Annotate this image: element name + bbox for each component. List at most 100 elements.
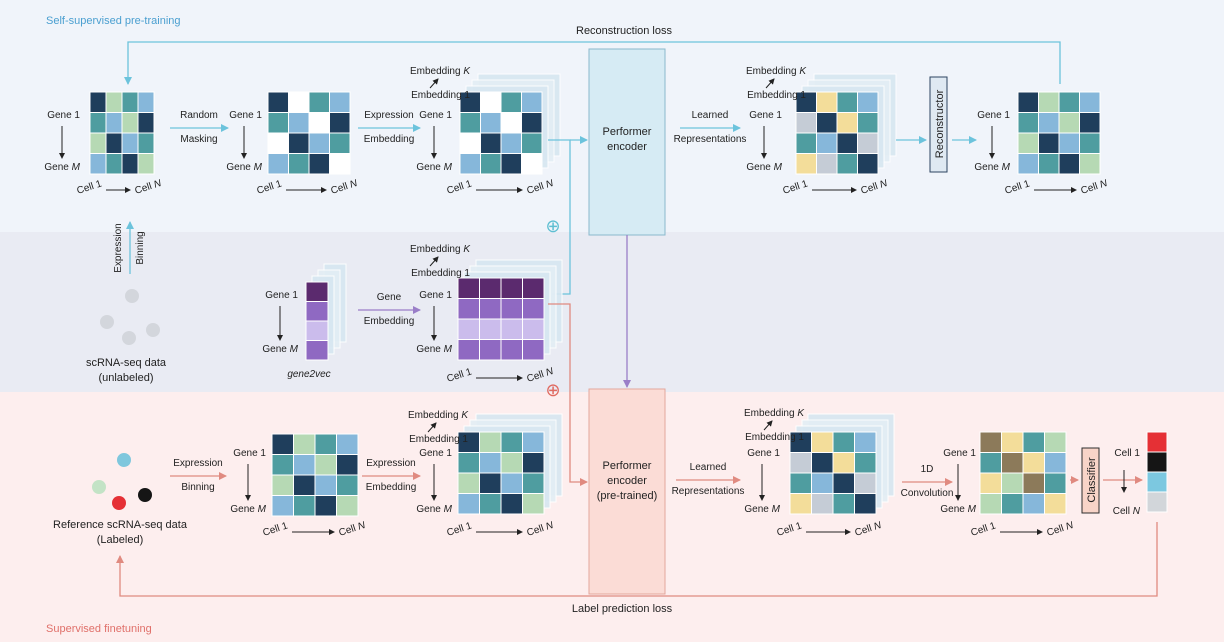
gene-embed-label-2: Embedding bbox=[364, 316, 415, 327]
gene2vec-gene-first: Gene 1 bbox=[265, 290, 298, 301]
matrix-cell bbox=[288, 91, 310, 113]
matrix-cell bbox=[1017, 132, 1039, 154]
matrix-cell bbox=[305, 281, 329, 302]
matrix-cell bbox=[500, 298, 523, 320]
top-rep-emb-arrow bbox=[765, 78, 775, 89]
classifier-block bbox=[1081, 447, 1100, 514]
gene2vec-matrix bbox=[305, 263, 347, 361]
output-label-cell bbox=[1146, 471, 1168, 493]
matrix-cell bbox=[121, 153, 139, 175]
matrix-cell bbox=[811, 493, 834, 515]
labeled-cell-dot-green bbox=[92, 480, 106, 494]
matrix-cell bbox=[329, 153, 351, 175]
matrix-cell bbox=[305, 320, 329, 341]
gene-embed-emb-arrow bbox=[429, 256, 439, 267]
matrix-cell bbox=[271, 495, 294, 517]
matrix-cell bbox=[832, 431, 855, 453]
matrix-cell bbox=[1038, 132, 1060, 154]
expr-embed-top-label-1: Expression bbox=[364, 110, 413, 121]
encoder-top-line2: encoder bbox=[607, 141, 647, 153]
bottom-input-gene-last: Gene M bbox=[230, 504, 266, 515]
matrix-cell bbox=[795, 153, 817, 175]
expr-binning-label-2: Binning bbox=[181, 482, 214, 493]
conv-matrix bbox=[979, 431, 1067, 515]
matrix-cell bbox=[522, 472, 545, 494]
matrix-cell bbox=[979, 472, 1002, 494]
matrix-cell bbox=[811, 431, 834, 453]
matrix-cell bbox=[314, 495, 337, 517]
matrix-cell bbox=[308, 153, 330, 175]
unlabeled-data-line2: (unlabeled) bbox=[98, 372, 153, 384]
matrix-cell bbox=[121, 112, 139, 134]
label-loss-arrow bbox=[116, 522, 1158, 597]
matrix-cell bbox=[288, 153, 310, 175]
output-label-cell bbox=[1146, 491, 1168, 513]
matrix-cell bbox=[836, 112, 858, 134]
matrix-cell bbox=[857, 132, 879, 154]
matrix-cell bbox=[1044, 472, 1067, 494]
matrix-cell bbox=[857, 153, 879, 175]
bottom-embed-gene-first: Gene 1 bbox=[419, 448, 452, 459]
classifier-label: Classifier bbox=[1086, 457, 1098, 503]
matrix-cell bbox=[479, 431, 502, 453]
matrix-cell bbox=[479, 277, 502, 299]
matrix-cell bbox=[314, 433, 337, 455]
matrix-cell bbox=[500, 132, 522, 154]
section-title-top: Self-supervised pre-training bbox=[46, 15, 181, 27]
matrix-cell bbox=[832, 493, 855, 515]
matrix-cell bbox=[336, 474, 359, 496]
unlabeled-cell-dot bbox=[122, 331, 136, 345]
matrix-cell bbox=[105, 132, 123, 154]
top-embed-emb-arrow bbox=[429, 78, 439, 89]
gene2vec-label: gene2vec bbox=[287, 369, 330, 380]
matrix-cell bbox=[480, 153, 502, 175]
matrix-cell bbox=[457, 277, 480, 299]
matrix-cell bbox=[521, 132, 543, 154]
matrix-cell bbox=[457, 339, 480, 361]
bottom-embed-gene-last: Gene M bbox=[416, 504, 452, 515]
matrix-cell bbox=[811, 452, 834, 474]
random-masking-label-2: Masking bbox=[180, 134, 217, 145]
matrix-cell bbox=[1001, 493, 1024, 515]
matrix-cell bbox=[480, 112, 502, 134]
reconstructed-matrix bbox=[1017, 91, 1101, 175]
bottom-rep-gene-first: Gene 1 bbox=[747, 448, 780, 459]
matrix-cell bbox=[267, 112, 289, 134]
matrix-cell bbox=[1044, 452, 1067, 474]
matrix-cell bbox=[1079, 112, 1101, 134]
matrix-cell bbox=[500, 431, 523, 453]
labeled-cell-dot-black bbox=[138, 488, 152, 502]
matrix-cell bbox=[1058, 153, 1080, 175]
matrix-cell bbox=[500, 91, 522, 113]
matrix-cell bbox=[500, 153, 522, 175]
matrix-cell bbox=[305, 301, 329, 322]
matrix-cell bbox=[293, 454, 316, 476]
matrix-cell bbox=[267, 91, 289, 113]
bottom-embed-emb-last: Embedding K bbox=[408, 410, 469, 421]
matrix-cell bbox=[1058, 112, 1080, 134]
input-matrix-bottom bbox=[271, 433, 359, 517]
middle-band bbox=[0, 232, 1224, 392]
matrix-cell bbox=[854, 452, 877, 474]
matrix-cell bbox=[500, 277, 523, 299]
output-cell-last: Cell N bbox=[1113, 506, 1141, 517]
matrix-cell bbox=[1001, 452, 1024, 474]
matrix-cell bbox=[1001, 472, 1024, 494]
matrix-cell bbox=[795, 112, 817, 134]
matrix-cell bbox=[314, 474, 337, 496]
gene-embed-emb-first: Embedding 1 bbox=[411, 268, 470, 279]
matrix-cell bbox=[979, 452, 1002, 474]
matrix-cell bbox=[522, 318, 545, 340]
top-rep-emb-first: Embedding 1 bbox=[747, 90, 806, 101]
label-loss-label: Label prediction loss bbox=[572, 603, 673, 615]
matrix-cell bbox=[479, 318, 502, 340]
reconstructor-label: Reconstructor bbox=[934, 89, 946, 158]
matrix-cell bbox=[816, 112, 838, 134]
matrix-cell bbox=[522, 493, 545, 515]
matrix-cell bbox=[1079, 153, 1101, 175]
matrix-cell bbox=[811, 472, 834, 494]
matrix-cell bbox=[457, 493, 480, 515]
labeled-cell-dot-blue bbox=[117, 453, 131, 467]
gene-embed-gene-first: Gene 1 bbox=[419, 290, 452, 301]
